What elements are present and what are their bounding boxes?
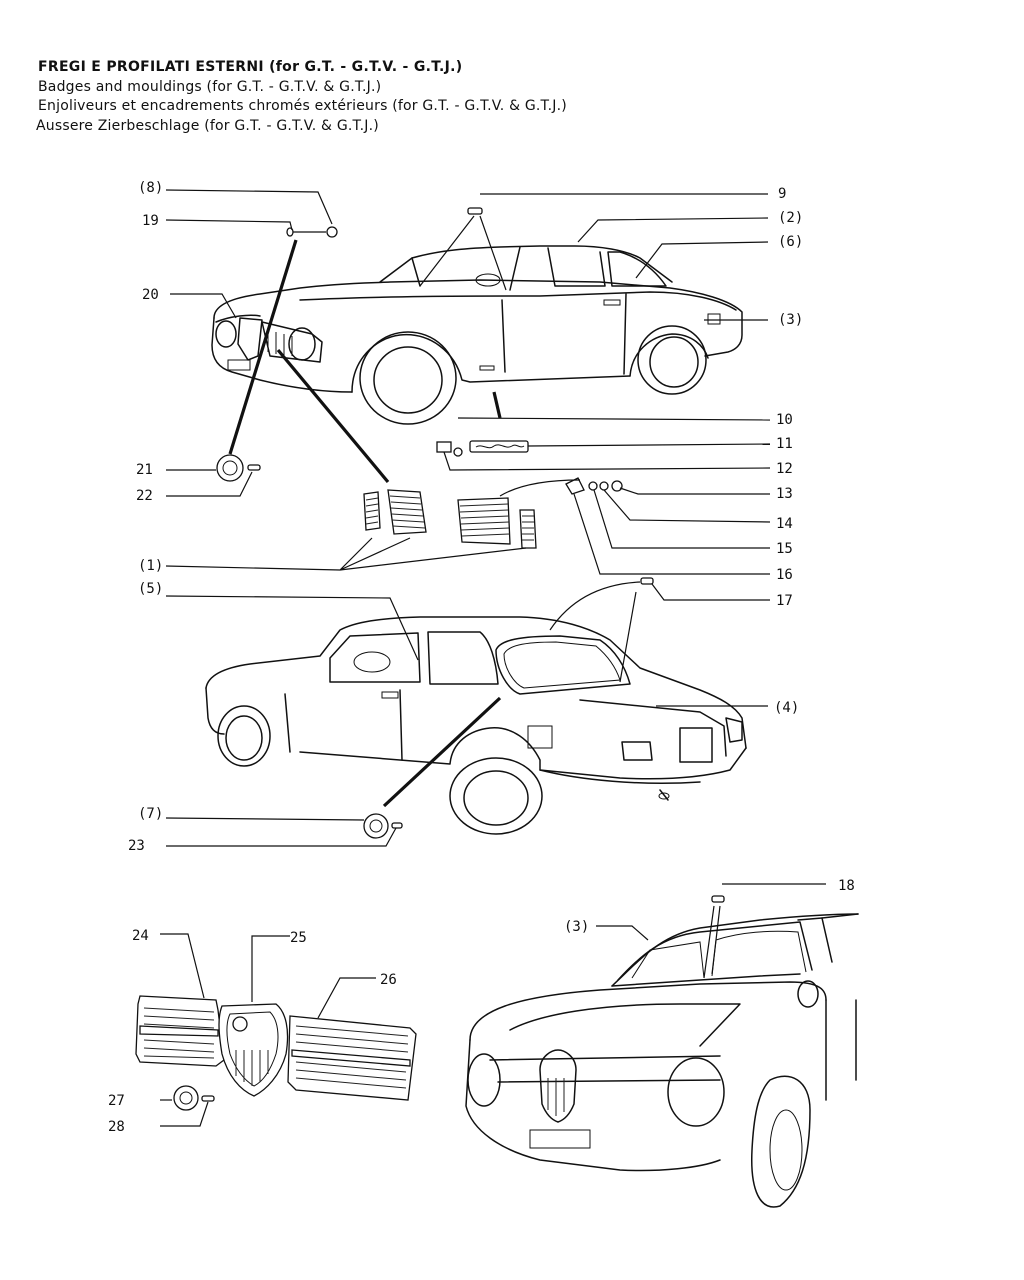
heavy-arrows (228, 239, 502, 808)
label-6: (6) (778, 234, 803, 250)
label-12: 12 (776, 461, 793, 477)
title-italian: FREGI E PROFILATI ESTERNI (for G.T. - G.… (38, 59, 463, 75)
label-3-front: (3) (564, 919, 589, 935)
label-20: 20 (142, 287, 159, 303)
label-9: 9 (778, 186, 786, 202)
label-19: 19 (142, 213, 159, 229)
title-english: Badges and mouldings (for G.T. - G.T.V. … (38, 78, 382, 95)
label-2: (2) (778, 210, 803, 226)
label-15: 15 (776, 541, 793, 557)
callout-labels: (8) 19 20 9 (2) (6) (3) 10 11 12 13 14 1… (108, 180, 855, 1135)
label-4: (4) (774, 700, 799, 716)
car-front-view (465, 895, 859, 1208)
car-rear-three-quarter (205, 616, 747, 839)
label-22: 22 (136, 488, 153, 504)
label-7: (7) (138, 806, 163, 822)
label-13: 13 (776, 486, 793, 502)
title-german: Aussere Zierbeschlage (for G.T. - G.T.V.… (36, 117, 379, 134)
title-french: Enjoliveurs et encadrements chromés exté… (38, 98, 567, 114)
leader-lines (160, 189, 826, 1127)
grille-parts (363, 489, 537, 549)
label-26: 26 (380, 972, 397, 988)
label-8: (8) (138, 180, 163, 196)
label-11: 11 (776, 436, 793, 452)
label-10: 10 (776, 412, 793, 428)
label-27: 27 (108, 1093, 125, 1109)
front-grille-assembly (135, 995, 417, 1111)
label-16: 16 (776, 567, 793, 583)
label-3: (3) (778, 312, 803, 328)
label-28: 28 (108, 1119, 125, 1135)
label-1: (1) (138, 558, 163, 574)
label-23: 23 (128, 838, 145, 854)
car-front-three-quarter (211, 245, 743, 425)
label-18: 18 (838, 878, 855, 894)
label-25: 25 (290, 930, 307, 946)
label-17: 17 (776, 593, 793, 609)
label-24: 24 (132, 928, 149, 944)
header: FREGI E PROFILATI ESTERNI (for G.T. - G.… (36, 58, 567, 136)
label-21: 21 (136, 462, 153, 478)
label-5: (5) (138, 581, 163, 597)
small-parts (216, 207, 654, 585)
label-14: 14 (776, 516, 793, 532)
